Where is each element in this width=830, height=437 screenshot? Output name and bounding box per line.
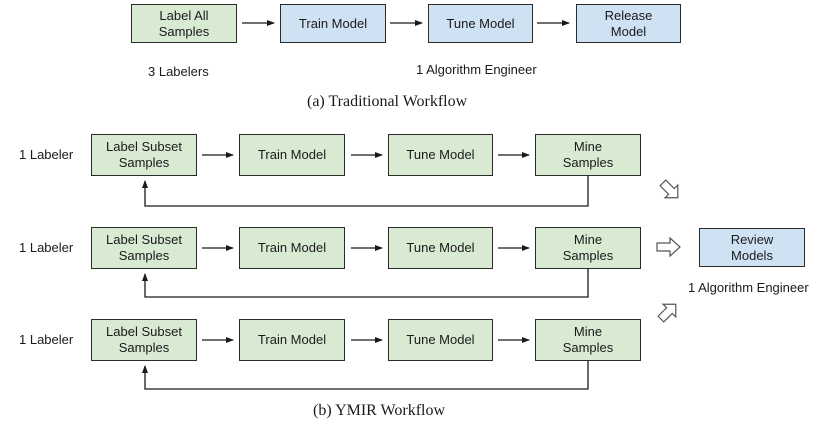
ymir-row1-train: Train Model xyxy=(239,134,345,176)
ymir-row3-loop-arrow xyxy=(142,361,589,390)
trad-caption: (a) Traditional Workflow xyxy=(307,93,468,110)
ymir-engineer-label: 1 Algorithm Engineer xyxy=(688,280,809,295)
ymir-review-models: Review Models xyxy=(699,228,805,267)
ymir-row2-loop-arrow xyxy=(142,269,589,298)
trad-step-release: Release Model xyxy=(576,4,681,43)
ymir-row3-train: Train Model xyxy=(239,319,345,361)
ymir-row1-label-subset: Label Subset Samples xyxy=(91,134,197,176)
trad-step-train: Train Model xyxy=(280,4,386,43)
ymir-row3-mine: Mine Samples xyxy=(535,319,641,361)
ymir-row1-mine: Mine Samples xyxy=(535,134,641,176)
trad-step-tune: Tune Model xyxy=(428,4,533,43)
ymir-row2-actor: 1 Labeler xyxy=(19,240,74,255)
ymir-caption: (b) YMIR Workflow xyxy=(313,402,446,419)
ymir-row3-label-subset: Label Subset Samples xyxy=(91,319,197,361)
ymir-row2-train: Train Model xyxy=(239,227,345,269)
ymir-row2-mine: Mine Samples xyxy=(535,227,641,269)
block-arrow-row2 xyxy=(656,236,681,258)
ymir-row1-loop-arrow xyxy=(142,176,589,207)
trad-labelers-label: 3 Labelers xyxy=(148,64,209,79)
ymir-row3-tune: Tune Model xyxy=(388,319,493,361)
block-arrow-row1 xyxy=(659,179,679,199)
trad-step-label-all: Label All Samples xyxy=(131,4,237,43)
ymir-row2-label-subset: Label Subset Samples xyxy=(91,227,197,269)
block-arrow-row3 xyxy=(657,303,677,323)
ymir-row1-tune: Tune Model xyxy=(388,134,493,176)
ymir-row2-tune: Tune Model xyxy=(388,227,493,269)
ymir-row3-actor: 1 Labeler xyxy=(19,332,74,347)
trad-engineer-label: 1 Algorithm Engineer xyxy=(416,62,537,77)
ymir-row1-actor: 1 Labeler xyxy=(19,147,74,162)
